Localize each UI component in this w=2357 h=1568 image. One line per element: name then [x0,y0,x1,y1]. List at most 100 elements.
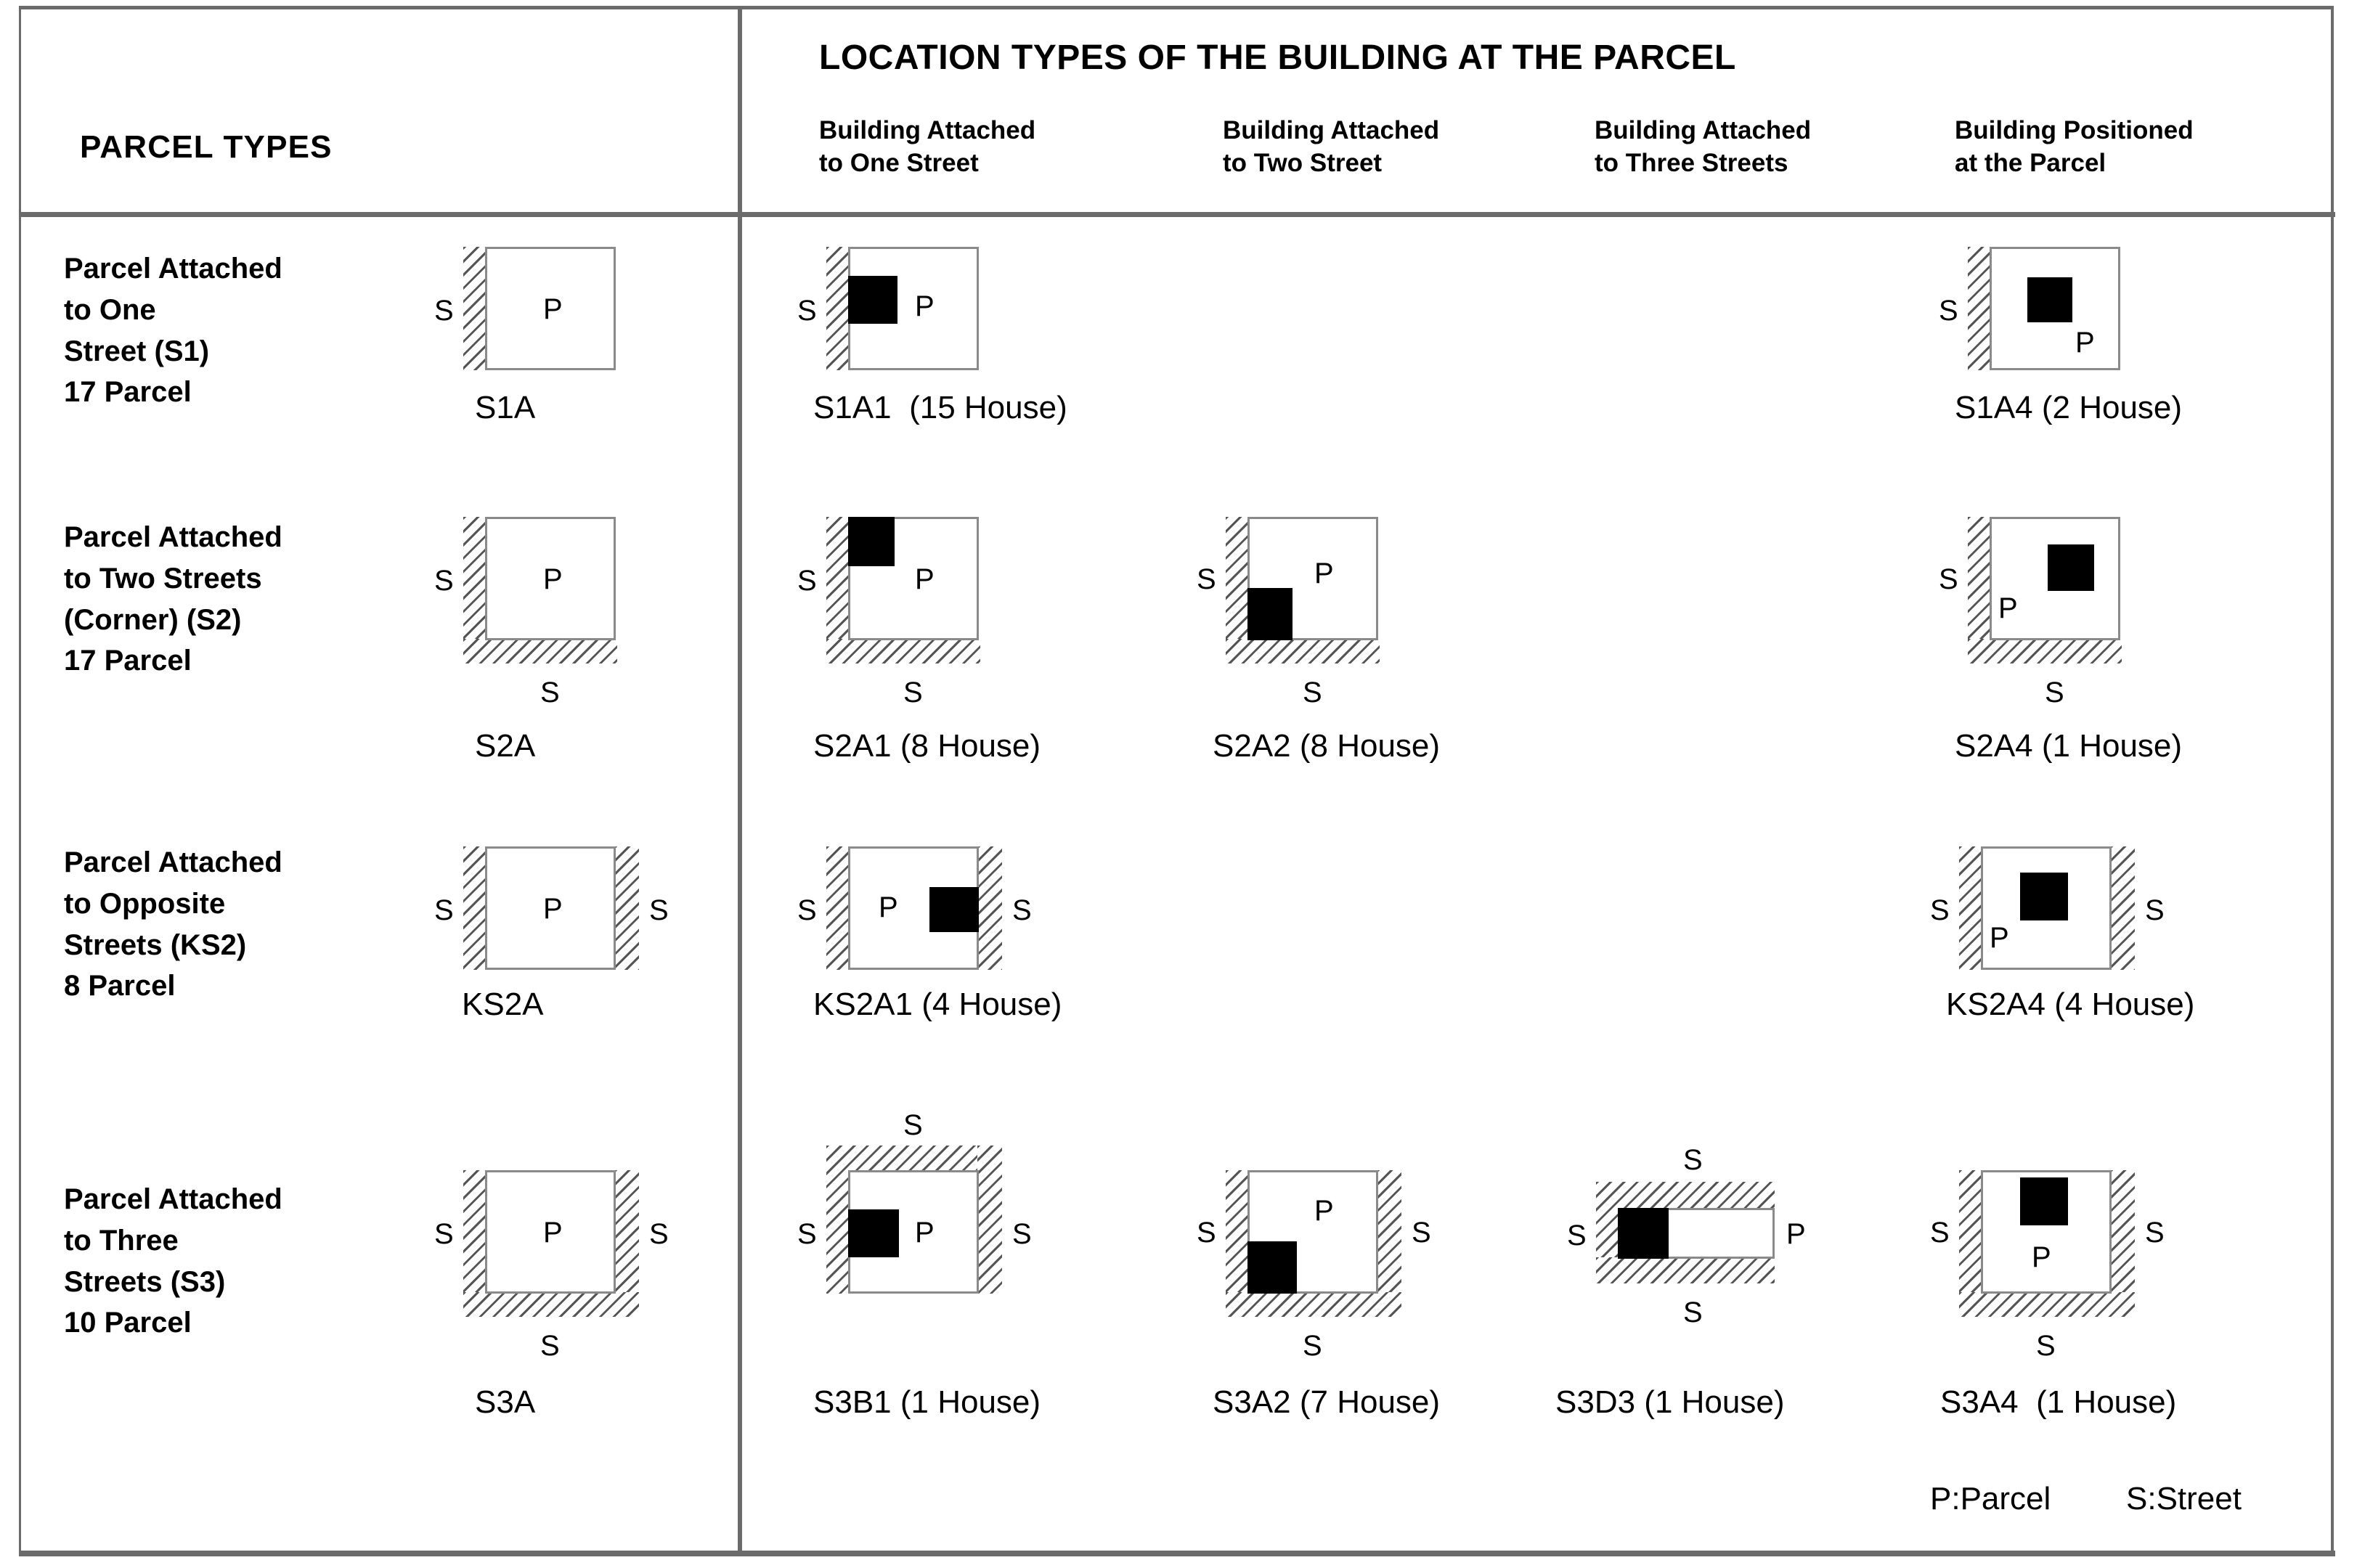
street-glyph-left: S [434,1218,454,1250]
row-label-ks2: Parcel Attached to Opposite Streets (KS2… [64,846,282,1003]
street-glyph-left: S [797,894,817,926]
parcel-glyph: P [543,563,563,595]
street-hatch-left [1226,1170,1250,1294]
street-glyph-bottom: S [1303,1330,1322,1362]
street-glyph-bottom: S [2036,1330,2056,1362]
street-glyph-left: S [1939,563,1958,595]
column-header-three-streets: Building Attached to Three Streets [1595,116,1812,177]
street-glyph-left: S [1197,1217,1216,1249]
parcel-glyph: P [879,891,898,923]
diagram-code-s2a4: S2A4 (1 House) [1955,728,2183,764]
diagram-code-ks2a: KS2A [462,987,544,1022]
diagram-code-s2a: S2A [475,728,536,764]
column-header-one-street: Building Attached to One Street [819,116,1036,177]
parcel-box [485,846,616,970]
parcel-box [485,247,616,370]
diagram-code-s2a1: S2A1 (8 House) [813,728,1041,764]
street-hatch-top [826,1146,1002,1170]
diagram-code-s1a1: S1A1 (15 House) [813,390,1067,425]
parcel-types-header: PARCEL TYPES [80,129,333,165]
row-label-s2: Parcel Attached to Two Streets (Corner) … [64,521,282,677]
street-hatch-left [463,517,488,640]
parcel-glyph: P [1314,1195,1334,1227]
street-hatch-right [2110,1170,2135,1294]
street-hatch-bottom [1968,639,2122,663]
building-block [2027,277,2072,322]
street-glyph-left: S [434,565,454,597]
street-glyph-bottom: S [2045,677,2064,709]
parcel-glyph: P [915,290,935,322]
street-hatch-bottom [463,639,617,663]
street-hatch-left [826,517,851,640]
street-hatch-left [1959,846,1984,970]
row-label-s1: Parcel Attached to One Street (S1) 17 Pa… [64,253,282,409]
location-types-header: LOCATION TYPES OF THE BUILDING AT THE PA… [819,38,1736,77]
street-hatch-left [1959,1170,1984,1294]
street-glyph-left: S [1567,1220,1587,1251]
row-label-s3: Parcel Attached to Three Streets (S3) 10… [64,1183,282,1339]
street-hatch-right [2110,846,2135,970]
building-block [2020,1177,2068,1225]
street-glyph-left: S [434,894,454,926]
parcel-glyph: P [1990,922,2009,954]
street-hatch-left [463,247,488,370]
street-glyph-right: S [1012,1218,1032,1250]
parcel-glyph: P [1786,1218,1806,1250]
building-block [1247,588,1293,640]
street-glyph-bottom: S [540,1330,560,1362]
building-block [2020,873,2068,920]
street-hatch-right [977,1146,1002,1294]
column-header-two-street: Building Attached to Two Street [1223,116,1440,177]
street-hatch-bottom [1596,1257,1775,1283]
parcel-box [485,1170,616,1294]
building-block [848,517,895,566]
street-hatch-left [1968,517,1992,640]
building-block [2048,544,2094,591]
street-glyph-left: S [1939,295,1958,327]
parcel-glyph: P [543,1217,563,1249]
legend-street: S:Street [2126,1481,2242,1516]
street-hatch-left [1968,247,1992,370]
street-glyph-right: S [2145,1217,2165,1249]
table-left-rule [19,6,21,1556]
street-glyph-right: S [649,1218,669,1250]
building-block [1247,1241,1297,1294]
diagram-code-s2a2: S2A2 (8 House) [1213,728,1441,764]
column-header-positioned: Building Positioned at the Parcel [1955,116,2194,177]
street-glyph-left: S [434,295,454,327]
street-hatch-left [826,846,851,970]
street-hatch-bottom [463,1292,639,1317]
street-hatch-right [614,1170,639,1294]
street-glyph-right: S [1012,894,1032,926]
diagram-code-ks2a1: KS2A1 (4 House) [813,987,1062,1022]
street-hatch-left [463,846,488,970]
street-glyph-bottom: S [1683,1297,1703,1328]
street-glyph-bottom: S [1303,677,1322,709]
street-glyph-bottom: S [903,677,923,709]
parcel-box [485,517,616,640]
legend-parcel: P:Parcel [1930,1481,2051,1516]
street-glyph-bottom: S [540,677,560,709]
diagram-code-s1a4: S1A4 (2 House) [1955,390,2183,425]
street-hatch-left [463,1170,488,1294]
table-top-rule [19,6,2332,9]
street-glyph-left: S [1197,563,1216,595]
parcel-glyph: P [1998,592,2018,624]
street-glyph-left: S [1930,894,1950,926]
parcel-glyph: P [2075,327,2095,359]
street-glyph-top: S [1683,1144,1703,1176]
parcel-glyph: P [543,893,563,925]
street-hatch-bottom [1226,639,1380,663]
diagram-code-s1a: S1A [475,390,536,425]
table-right-rule [2331,6,2334,1556]
street-hatch-left [1226,517,1250,640]
building-block [929,887,979,932]
table-header-rule [19,212,2335,217]
table-bottom-rule [19,1551,2335,1556]
street-hatch-bottom [826,639,980,663]
street-hatch-left [826,247,851,370]
street-glyph-left: S [797,1218,817,1250]
street-hatch-bottom [1959,1292,2135,1317]
street-hatch-top [1596,1182,1775,1208]
street-glyph-left: S [797,565,817,597]
